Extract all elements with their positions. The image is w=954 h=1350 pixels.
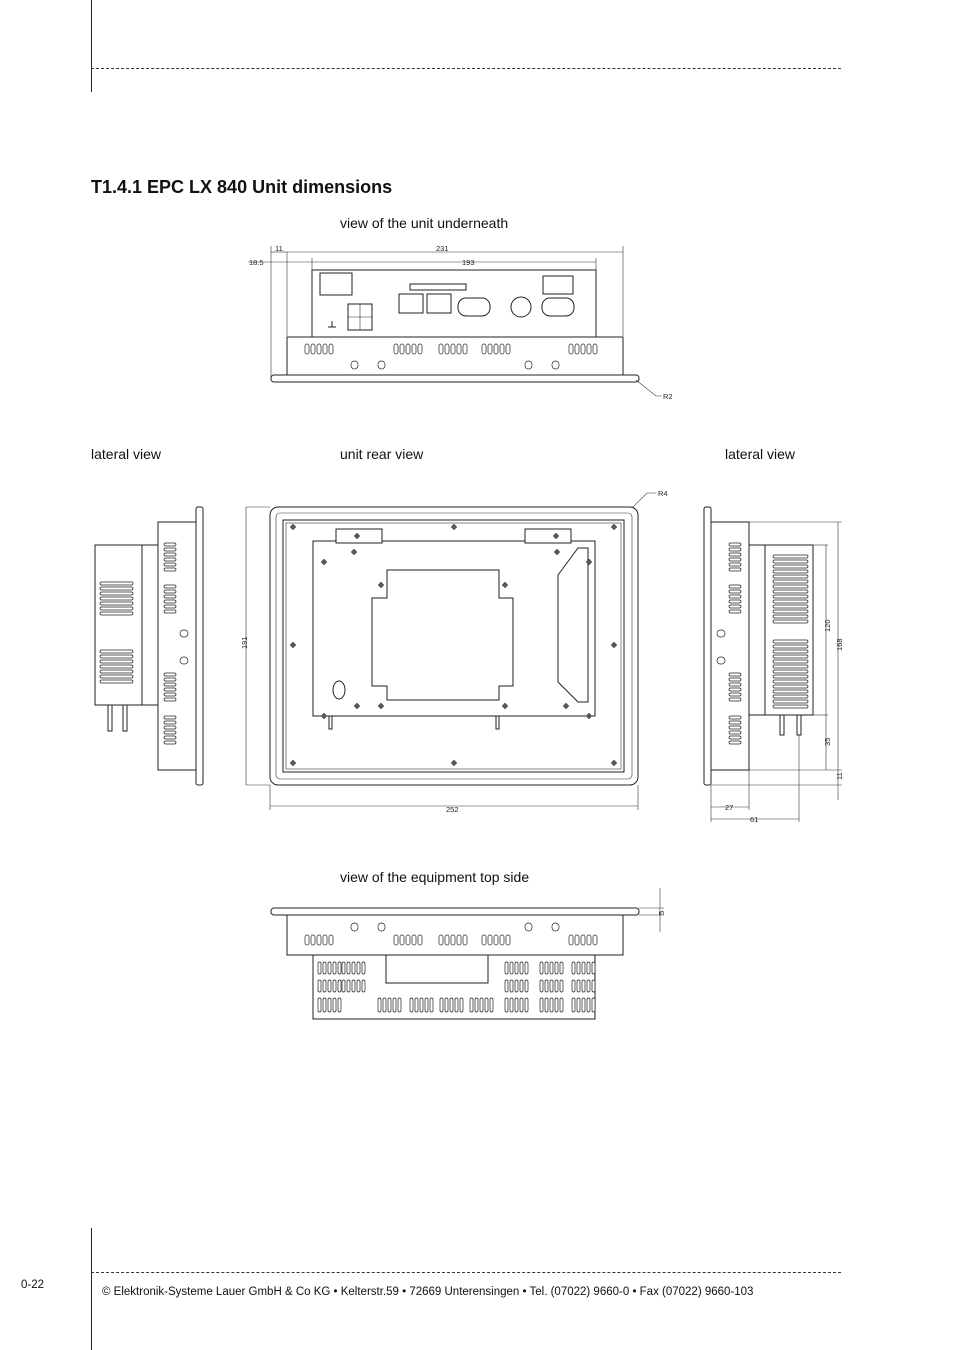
footer-copyright: © Elektronik-Systeme Lauer GmbH & Co KG … (102, 1286, 754, 1298)
caption-rear: unit rear view (340, 446, 424, 462)
dim-18-5: 18.5 (249, 258, 264, 267)
dim-27: 27 (725, 803, 733, 812)
footer-dashed-rule (91, 1272, 841, 1273)
dim-r4: R4 (658, 489, 668, 498)
dim-61: 61 (750, 815, 758, 824)
dim-5: 5 (657, 911, 666, 915)
margin-line-bottom (91, 1228, 92, 1350)
dim-191: 191 (240, 636, 249, 649)
header-dashed-rule (91, 68, 841, 69)
dim-231: 231 (436, 244, 449, 253)
section-heading: T1.4.1 EPC LX 840 Unit dimensions (91, 177, 393, 197)
caption-top-side: view of the equipment top side (340, 869, 530, 885)
dim-11-top: 11 (275, 244, 283, 253)
dim-35: 35 (823, 738, 832, 746)
dim-252: 252 (446, 805, 459, 814)
dim-168: 168 (835, 638, 844, 651)
dim-r2: R2 (663, 392, 673, 401)
dim-120: 120 (823, 619, 832, 632)
caption-underneath: view of the unit underneath (340, 215, 509, 231)
margin-line-top (91, 0, 92, 92)
caption-lateral-right: lateral view (725, 446, 796, 462)
dim-193: 193 (462, 258, 475, 267)
dim-11-side: 11 (835, 772, 844, 780)
page-number: 0-22 (21, 1279, 45, 1291)
caption-lateral-left: lateral view (91, 446, 162, 462)
